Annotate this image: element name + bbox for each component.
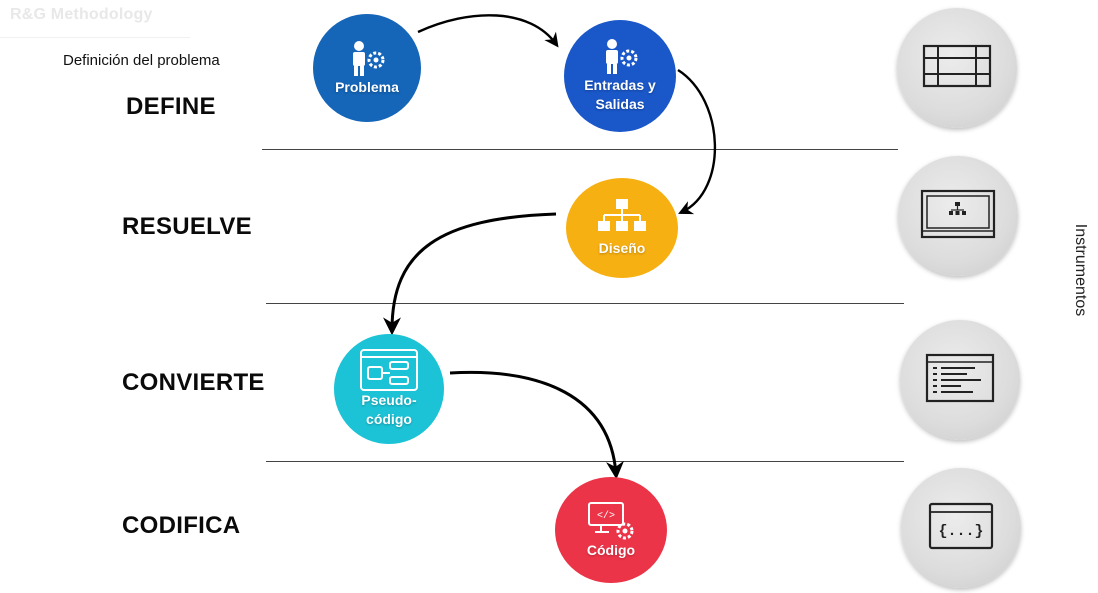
- tool-text: [900, 320, 1020, 440]
- divider-2: [266, 303, 904, 304]
- node-diseno: Diseño: [566, 178, 678, 278]
- stage-codifica: CODIFICA: [122, 512, 241, 539]
- braces-window-icon: {...}: [928, 502, 994, 555]
- node-label: Entradas y Salidas: [584, 77, 656, 112]
- arrow-pseudocodigo-codigo: [449, 370, 625, 480]
- person-gear-icon: [598, 38, 642, 76]
- node-entradas-salidas: Entradas y Salidas: [564, 20, 676, 132]
- table-grid-icon: [922, 44, 992, 93]
- svg-text:</>: </>: [597, 510, 615, 522]
- tool-code: {...}: [901, 468, 1021, 588]
- tool-table: [897, 8, 1017, 128]
- node-codigo: </> Código: [555, 477, 667, 583]
- node-label: Problema: [335, 78, 399, 95]
- window-hierarchy-icon: [920, 189, 996, 244]
- arrow-problema-entradas: [417, 14, 559, 48]
- watermark: R&G Methodology: [10, 6, 153, 23]
- watermark-rule: [0, 37, 190, 38]
- stage-convierte: CONVIERTE: [122, 369, 265, 396]
- person-gear-icon: [345, 40, 389, 78]
- arrow-entradas-diseno: [677, 68, 717, 215]
- node-problema: Problema: [313, 14, 421, 122]
- code-monitor-gear-icon: </>: [587, 501, 635, 541]
- stage-resuelve: RESUELVE: [122, 213, 252, 240]
- subtitle: Definición del problema: [63, 52, 220, 69]
- hierarchy-icon: [596, 198, 648, 239]
- node-label: Código: [586, 541, 636, 558]
- stage-define: DEFINE: [126, 93, 216, 120]
- flowchart-window-icon: [360, 349, 418, 391]
- node-label: Diseño: [598, 239, 646, 256]
- instruments-label: Instrumentos: [1072, 223, 1089, 317]
- divider-1: [262, 149, 898, 150]
- node-label: Pseudo- código: [361, 392, 417, 427]
- text-lines-icon: [925, 353, 995, 408]
- divider-3: [266, 461, 904, 462]
- tool-diagram: [898, 156, 1018, 276]
- braces-glyph: {...}: [938, 523, 983, 540]
- arrow-diseno-pseudocodigo: [383, 212, 557, 336]
- node-pseudocodigo: Pseudo- código: [334, 334, 444, 444]
